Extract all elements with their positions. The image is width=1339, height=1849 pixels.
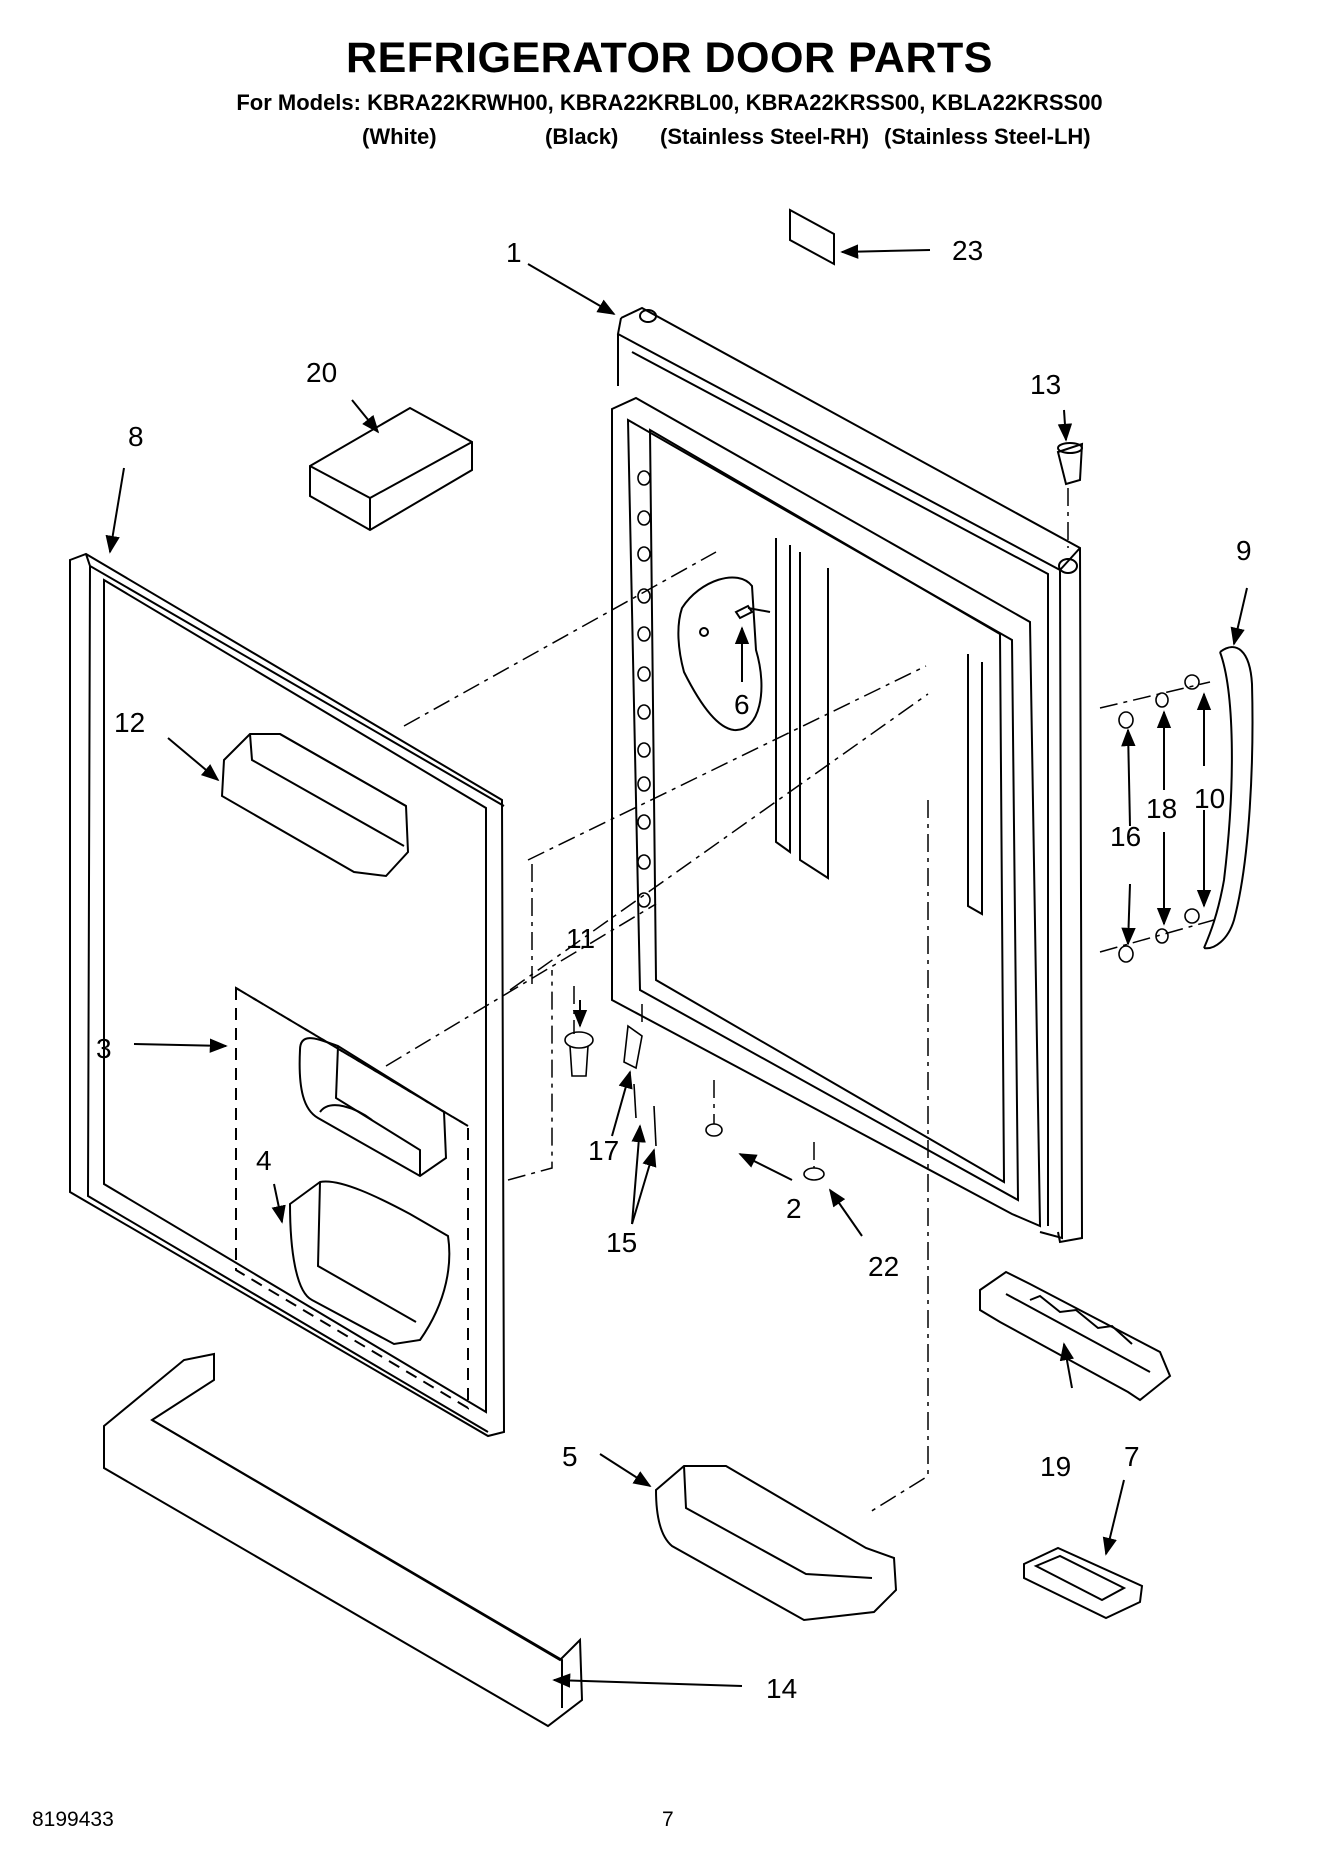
callout-numbers: 1 2 3 4 5 6 7 8 9 10 11 12 13 14 15 16 1… — [96, 235, 1252, 1704]
door-bin-small — [220, 733, 410, 878]
callout-18: 18 — [1146, 793, 1177, 824]
callout-6: 6 — [734, 689, 750, 720]
callout-5: 5 — [562, 1441, 578, 1472]
callout-22: 22 — [868, 1251, 899, 1282]
bin-cover — [298, 1037, 448, 1178]
callout-9: 9 — [1236, 535, 1252, 566]
callout-12: 12 — [114, 707, 145, 738]
door-bin-medium — [288, 1180, 451, 1346]
door-handle — [1203, 646, 1254, 950]
label-plate — [789, 208, 835, 266]
callout-14: 14 — [766, 1673, 797, 1704]
variant-black: (Black) — [545, 124, 619, 149]
hole-plug — [1056, 442, 1084, 486]
callout-11: 11 — [566, 923, 595, 954]
callout-20: 20 — [306, 357, 337, 388]
ice-tray-rack — [979, 1270, 1172, 1402]
door-shelf-large — [103, 1352, 584, 1728]
callout-23: 23 — [952, 235, 983, 266]
document-number: 8199433 — [32, 1808, 114, 1831]
callout-8: 8 — [128, 421, 144, 452]
bin-assembly-dashed-box — [235, 986, 469, 1410]
callout-16: 16 — [1110, 821, 1141, 852]
callout-10: 10 — [1194, 783, 1225, 814]
variant-stainless-lh: (Stainless Steel-LH) — [884, 124, 1091, 149]
door-panel — [69, 552, 506, 1438]
variant-white: (White) — [362, 124, 437, 149]
callout-3: 3 — [96, 1033, 112, 1064]
variant-stainless-rh: (Stainless Steel-RH) — [660, 124, 870, 149]
callout-1: 1 — [506, 237, 522, 268]
door-outer-shell — [616, 306, 1084, 1244]
dairy-bin — [309, 406, 473, 532]
callout-7: 7 — [1124, 1441, 1140, 1472]
callout-17: 17 — [588, 1135, 619, 1166]
door-liner — [611, 396, 1042, 1228]
hinge-plate — [677, 576, 771, 732]
page-title: REFRIGERATOR DOOR PARTS — [346, 34, 993, 82]
small-tray — [1023, 1546, 1144, 1620]
models-line: For Models: KBRA22KRWH00, KBRA22KRBL00, … — [236, 90, 1103, 115]
callout-15: 15 — [606, 1227, 637, 1258]
liner-channels — [775, 538, 983, 916]
callout-4: 4 — [256, 1145, 272, 1176]
screw-holes — [637, 470, 651, 908]
door-bin-5 — [654, 1465, 898, 1622]
hardware-pieces — [564, 674, 1200, 1181]
callout-2: 2 — [786, 1193, 802, 1224]
leader-arrows — [105, 244, 1248, 1688]
callout-19: 19 — [1040, 1451, 1071, 1482]
page-number: 7 — [662, 1808, 674, 1831]
callout-13: 13 — [1030, 369, 1061, 400]
